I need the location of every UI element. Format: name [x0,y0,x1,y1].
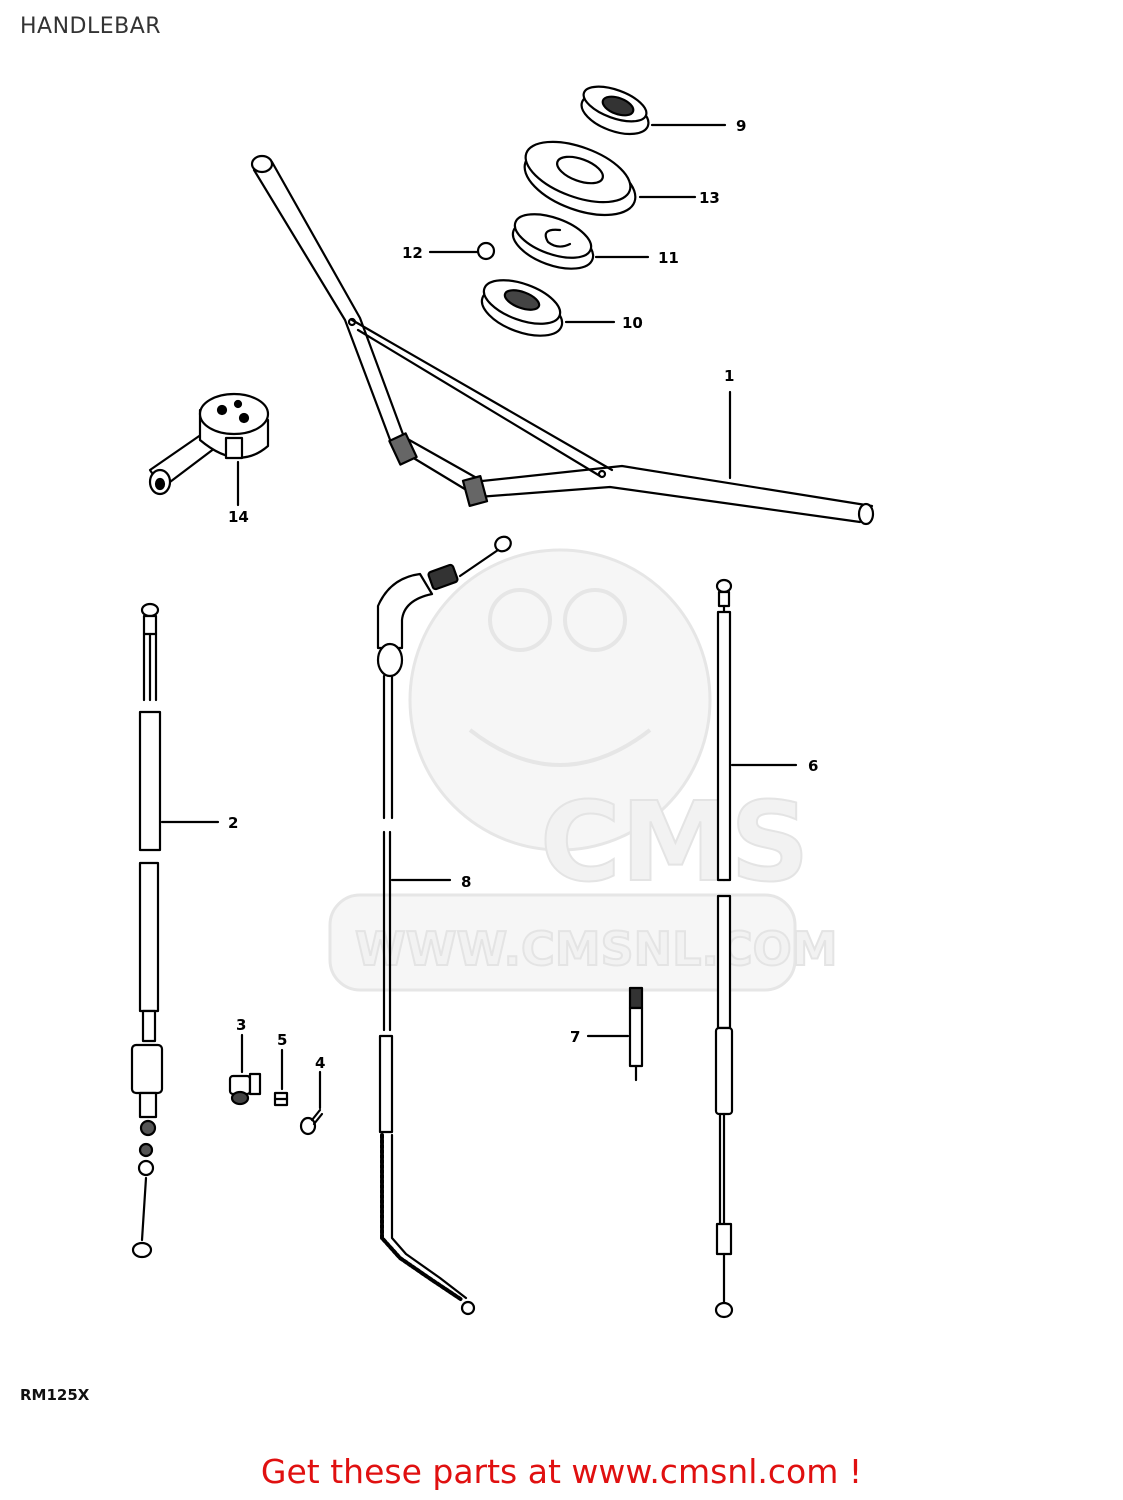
callout-9: 9 [736,117,746,135]
callout-6: 6 [808,757,818,775]
promo-link[interactable]: Get these parts at www.cmsnl.com ! [260,1452,863,1491]
watermark-brand: CMS [540,778,809,906]
cable-right [714,578,734,1319]
callout-4: 4 [315,1054,325,1072]
callout-5: 5 [277,1031,287,1049]
ring [511,213,595,270]
nut [580,85,650,136]
screw [299,1108,324,1136]
seal [480,279,564,337]
cable-left [130,602,164,1259]
throttle-housing [148,392,270,496]
callout-8: 8 [461,873,471,891]
callout-11: 11 [658,249,679,267]
callout-7: 7 [570,1028,580,1046]
model-code: RM125X [20,1386,90,1404]
adjuster [228,1072,262,1106]
handlebar [250,154,875,526]
throttle-cable [376,535,512,1316]
ball [476,241,496,261]
callout-14: 14 [228,508,249,526]
callout-12: 12 [402,244,423,262]
callout-2: 2 [228,814,238,832]
page-title: HANDLEBAR [20,14,162,39]
callout-13: 13 [699,189,720,207]
grommet [523,140,637,217]
callout-10: 10 [622,314,643,332]
watermark-url: WWW.CMSNL.COM [355,922,838,976]
nut-small [273,1091,289,1107]
adjuster-boot [628,986,644,1082]
watermark: CMS WWW.CMSNL.COM [328,548,839,992]
callout-3: 3 [236,1016,246,1034]
callout-1: 1 [724,367,734,385]
